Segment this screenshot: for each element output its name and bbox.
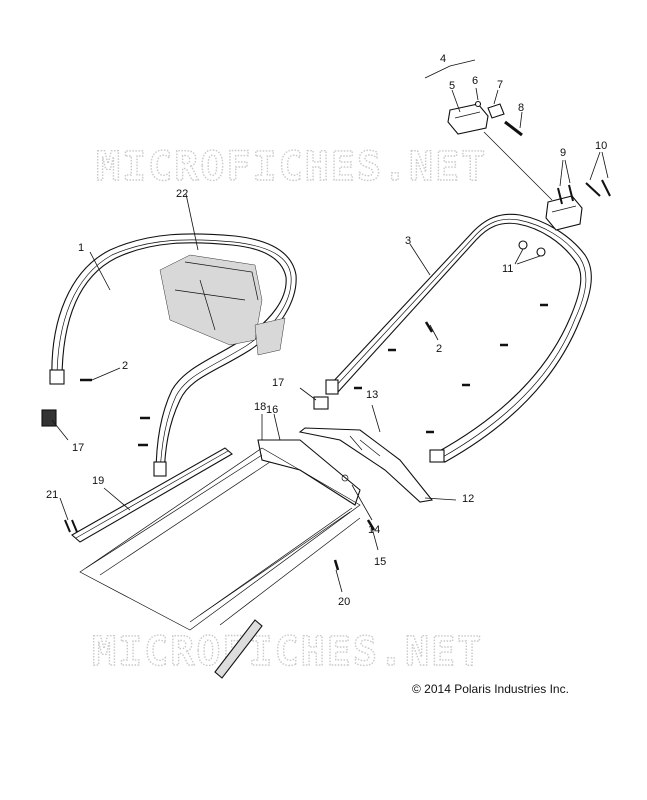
callout-21: 21 — [46, 489, 58, 501]
watermark-bottom: MICROFICHES.NET — [92, 629, 483, 675]
callout-13: 13 — [366, 389, 378, 401]
part-cushion — [159, 254, 286, 356]
part-fasteners — [64, 303, 548, 571]
part-bumpers — [41, 396, 329, 427]
part-cross-brace — [298, 427, 434, 503]
callout-22: 22 — [176, 188, 188, 200]
part-rail — [71, 447, 233, 543]
callout-7: 7 — [497, 79, 503, 91]
leader-lines — [51, 59, 609, 593]
callout-labels: 1 2 2 3 4 5 6 7 8 9 10 11 12 13 14 15 16… — [46, 53, 607, 608]
part-bed-floor — [79, 447, 361, 679]
part-left-roll-bar — [49, 233, 297, 477]
callout-8: 8 — [518, 102, 524, 114]
callout-17-left: 17 — [72, 442, 84, 454]
callout-3: 3 — [405, 235, 411, 247]
callout-2-left: 2 — [122, 360, 128, 372]
callout-17-right: 17 — [272, 377, 284, 389]
callout-19: 19 — [92, 475, 104, 487]
callout-4: 4 — [440, 53, 446, 65]
callout-6: 6 — [472, 75, 478, 87]
callout-11: 11 — [502, 263, 513, 275]
part-bracket-assembly — [447, 100, 611, 231]
callout-12: 12 — [462, 493, 474, 505]
callout-20: 20 — [338, 596, 350, 608]
callout-5: 5 — [449, 80, 455, 92]
callout-15: 15 — [374, 556, 386, 568]
callout-18: 18 — [254, 401, 266, 413]
part-grommets — [518, 240, 546, 257]
callout-9: 9 — [560, 147, 566, 159]
part-right-roll-bar — [325, 213, 592, 463]
callout-2-right: 2 — [436, 343, 442, 355]
callout-10: 10 — [595, 140, 607, 152]
callout-1: 1 — [78, 242, 84, 254]
callout-14: 14 — [368, 524, 380, 536]
watermark-top: MICROFICHES.NET — [96, 144, 487, 190]
part-rear-panel — [257, 439, 361, 506]
callout-16: 16 — [266, 404, 278, 416]
copyright-notice: © 2014 Polaris Industries Inc. — [412, 682, 569, 696]
